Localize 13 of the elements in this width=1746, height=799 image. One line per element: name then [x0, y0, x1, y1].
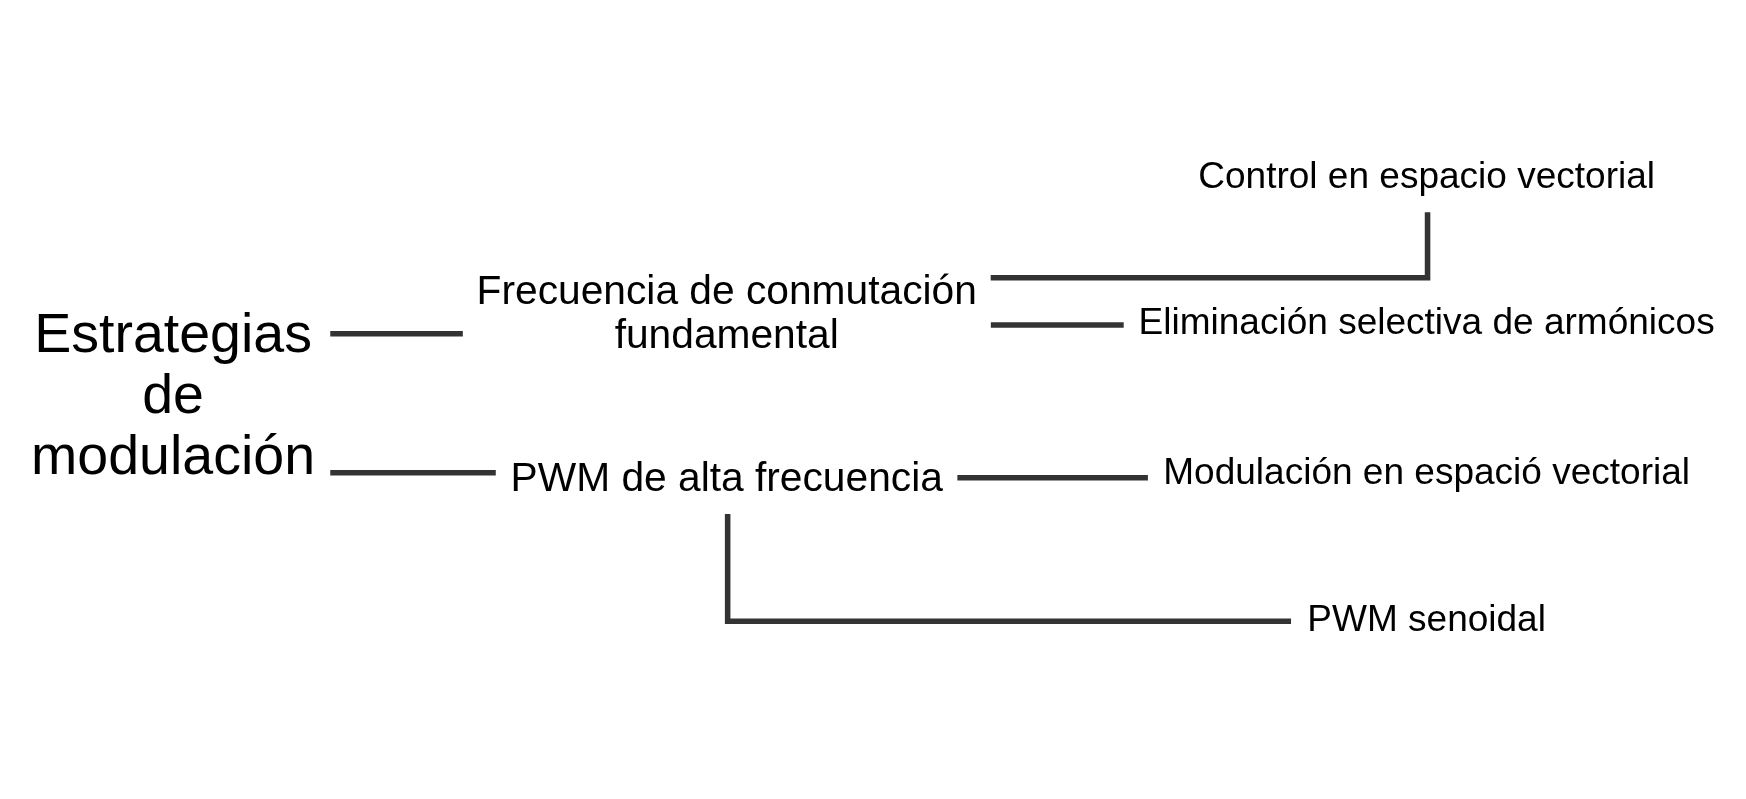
- connector: [724, 513, 1292, 624]
- node-text: Frecuencia de conmutación fundamental: [476, 266, 977, 357]
- connector: [957, 474, 1148, 481]
- node-text: Modulación en espació vectorial: [1163, 449, 1690, 492]
- connector: [990, 211, 1431, 281]
- node-text: Estrategias de modulación: [31, 301, 316, 486]
- node-text: Eliminación selectiva de armónicos: [1138, 299, 1715, 342]
- connector: [990, 321, 1124, 328]
- node-text: PWM senoidal: [1307, 596, 1546, 639]
- connector: [330, 469, 496, 475]
- node-text: Control en espacio vectorial: [1198, 153, 1656, 196]
- connector: [330, 330, 463, 337]
- node-text: PWM de alta frecuencia: [510, 453, 943, 500]
